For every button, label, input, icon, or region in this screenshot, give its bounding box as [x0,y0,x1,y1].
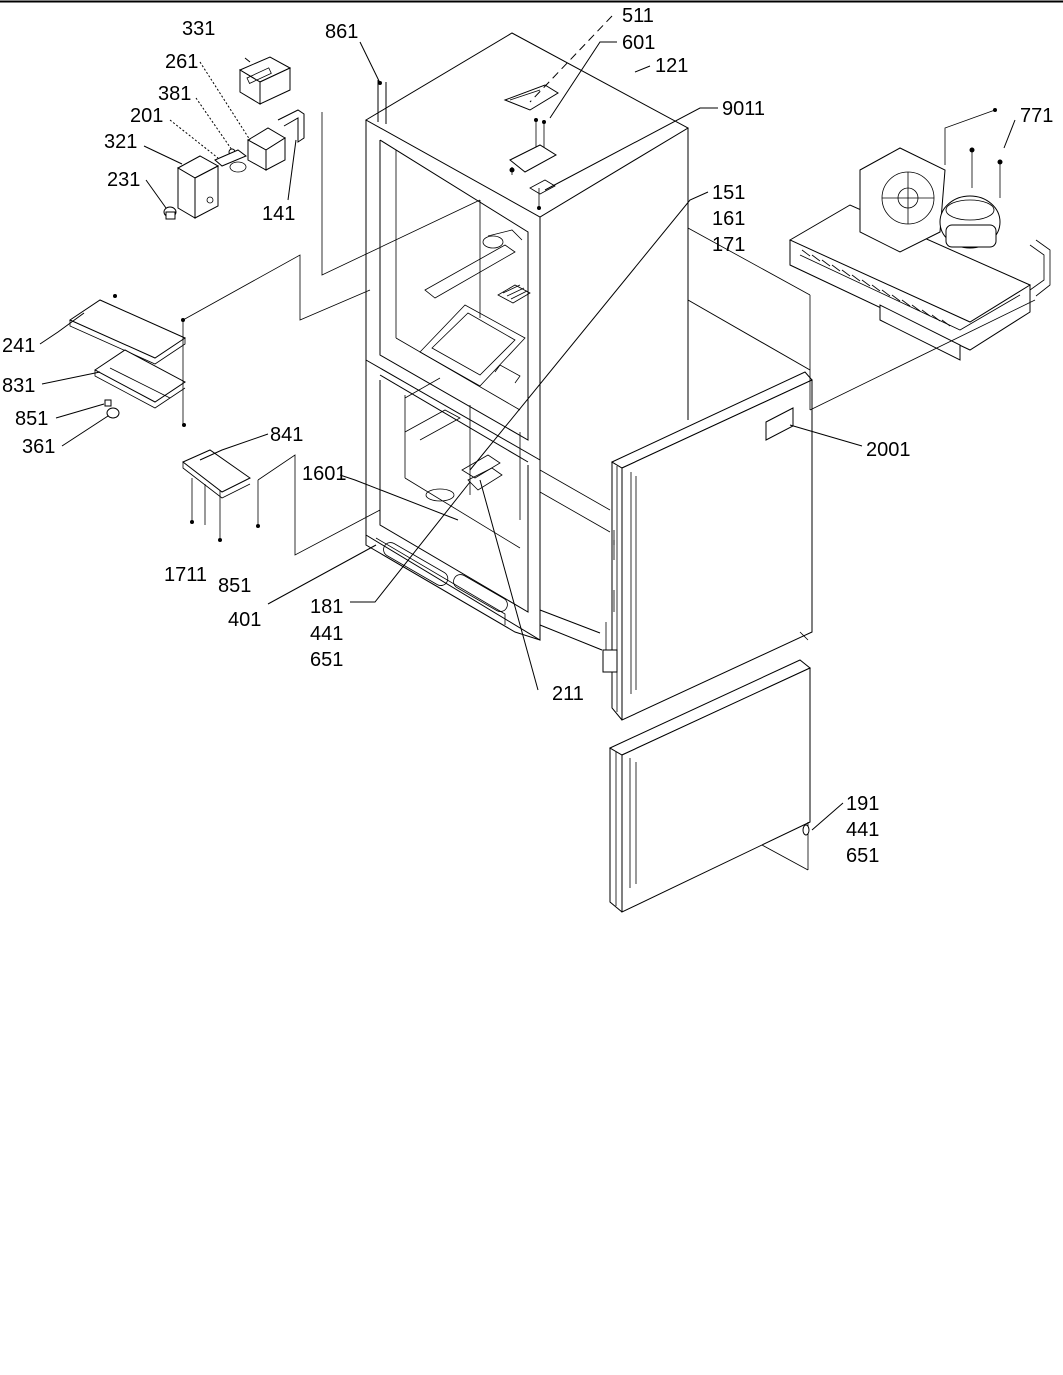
label-851-bottom: 851 [218,575,251,597]
label-771: 771 [1020,105,1053,127]
label-241: 241 [2,335,35,357]
label-121: 121 [655,55,688,77]
label-211: 211 [552,683,584,705]
bracket-841 [182,449,260,542]
label-181: 181 [310,596,343,618]
label-381: 381 [158,83,191,105]
label-851-left: 851 [15,408,48,430]
label-401: 401 [228,609,261,631]
label-201: 201 [130,105,163,127]
leader-lines [39,41,1016,831]
left-bracket-parts [68,294,187,427]
top-hinge-assembly [503,84,559,210]
label-231: 231 [107,169,140,191]
label-151: 151 [712,182,745,204]
connector-lines [182,15,1036,556]
label-9011: 9011 [722,98,765,120]
label-321: 321 [104,131,137,153]
part-labels: 331 861 511 601 121 261 9011 771 381 201… [2,5,1053,867]
control-assembly-parts [163,56,305,220]
label-361: 361 [22,436,55,458]
label-1711: 1711 [164,564,207,586]
fresh-food-door [602,371,813,721]
freezer-drawer [608,631,811,913]
label-841: 841 [270,424,303,446]
label-161: 161 [712,208,745,230]
label-861: 861 [325,21,358,43]
label-441-left: 441 [310,623,343,645]
label-2001: 2001 [866,439,911,461]
label-171: 171 [712,234,745,256]
label-331: 331 [182,18,215,40]
label-601: 601 [622,32,655,54]
label-261: 261 [165,51,198,73]
label-651-left: 651 [310,649,343,671]
label-191: 191 [846,793,879,815]
label-1601: 1601 [302,463,347,485]
label-141: 141 [262,203,295,225]
compressor-assembly [788,108,1051,361]
label-651-right: 651 [846,845,879,867]
refrigerator-cabinet [364,32,811,658]
label-831: 831 [2,375,35,397]
label-441-right: 441 [846,819,879,841]
label-511: 511 [622,5,654,27]
